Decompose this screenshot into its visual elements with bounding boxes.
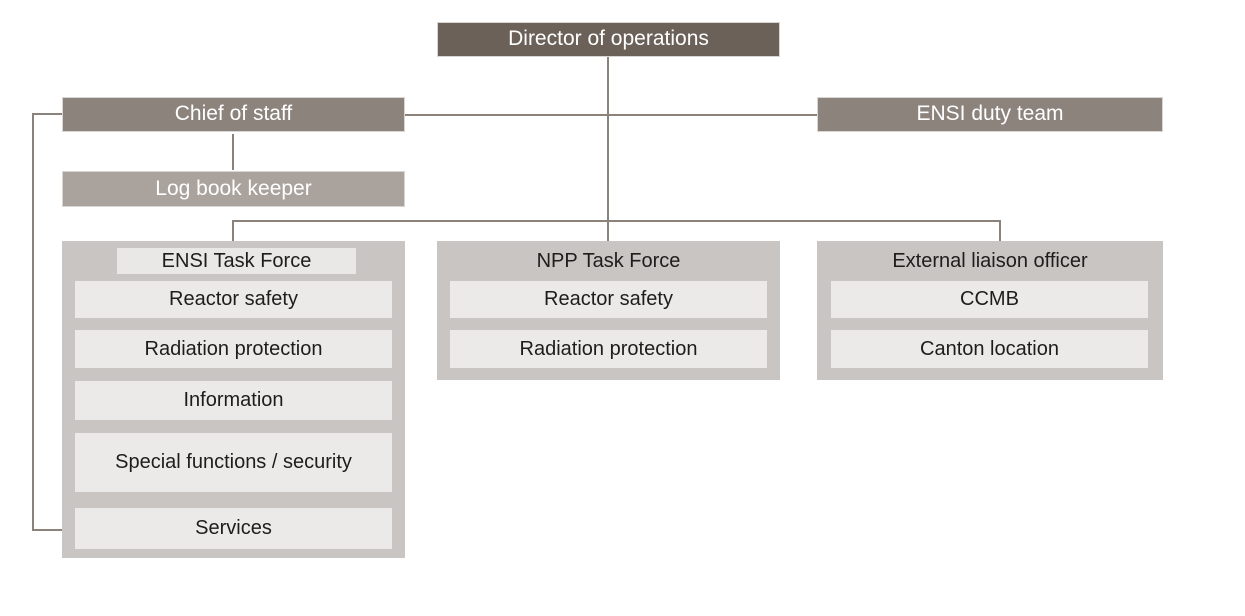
- node-ensi-duty-team[interactable]: ENSI duty team: [817, 97, 1163, 132]
- group-npp-task-force-title[interactable]: NPP Task Force: [437, 246, 780, 276]
- item-label: Radiation protection: [519, 337, 698, 360]
- connector-chief-to-logbook: [232, 134, 234, 170]
- item-label: Reactor safety: [169, 288, 298, 310]
- node-ensi-duty-team-label: ENSI duty team: [916, 102, 1064, 126]
- connector-director-down: [607, 56, 609, 114]
- node-log-book-keeper-label: Log book keeper: [155, 176, 312, 200]
- group-title-label: NPP Task Force: [536, 249, 681, 272]
- connector-bracket-bottom: [32, 529, 62, 531]
- item-ensi-services[interactable]: Services: [75, 508, 392, 549]
- node-chief-of-staff[interactable]: Chief of staff: [62, 97, 405, 132]
- group-ensi-task-force-title[interactable]: ENSI Task Force: [117, 248, 356, 274]
- connector-bracket-side: [32, 113, 34, 531]
- group-external-liaison-officer-title[interactable]: External liaison officer: [817, 246, 1163, 276]
- connector-bracket-top: [32, 113, 62, 115]
- group-title-label: External liaison officer: [892, 249, 1088, 272]
- connector-director-to-bus: [607, 114, 609, 221]
- connector-bus: [232, 220, 1001, 222]
- item-ensi-radiation-protection[interactable]: Radiation protection: [75, 330, 392, 368]
- item-label: Services: [195, 517, 272, 539]
- node-director-of-operations[interactable]: Director of operations: [437, 22, 780, 57]
- item-ensi-special-functions-security[interactable]: Special functions / security: [75, 433, 392, 492]
- node-director-label: Director of operations: [508, 27, 709, 51]
- item-npp-radiation-protection[interactable]: Radiation protection: [450, 330, 767, 368]
- connector-bus-to-npp: [607, 220, 609, 241]
- item-ensi-information[interactable]: Information: [75, 381, 392, 420]
- connector-chief-to-duty-team: [404, 114, 818, 116]
- item-label: Radiation protection: [144, 337, 323, 360]
- item-ensi-reactor-safety[interactable]: Reactor safety: [75, 281, 392, 318]
- item-label: Canton location: [920, 337, 1059, 360]
- item-liaison-ccmb[interactable]: CCMB: [831, 281, 1148, 318]
- item-npp-reactor-safety[interactable]: Reactor safety: [450, 281, 767, 318]
- item-label: CCMB: [960, 288, 1019, 310]
- group-title-label: ENSI Task Force: [161, 249, 312, 272]
- connector-bus-to-ensi: [232, 220, 234, 241]
- node-chief-of-staff-label: Chief of staff: [174, 102, 293, 126]
- item-label: Reactor safety: [544, 288, 673, 310]
- connector-bus-to-liaison: [999, 220, 1001, 241]
- node-log-book-keeper[interactable]: Log book keeper: [62, 171, 405, 207]
- item-label: Special functions / security: [115, 451, 352, 473]
- item-liaison-canton-location[interactable]: Canton location: [831, 330, 1148, 368]
- item-label: Information: [183, 389, 284, 411]
